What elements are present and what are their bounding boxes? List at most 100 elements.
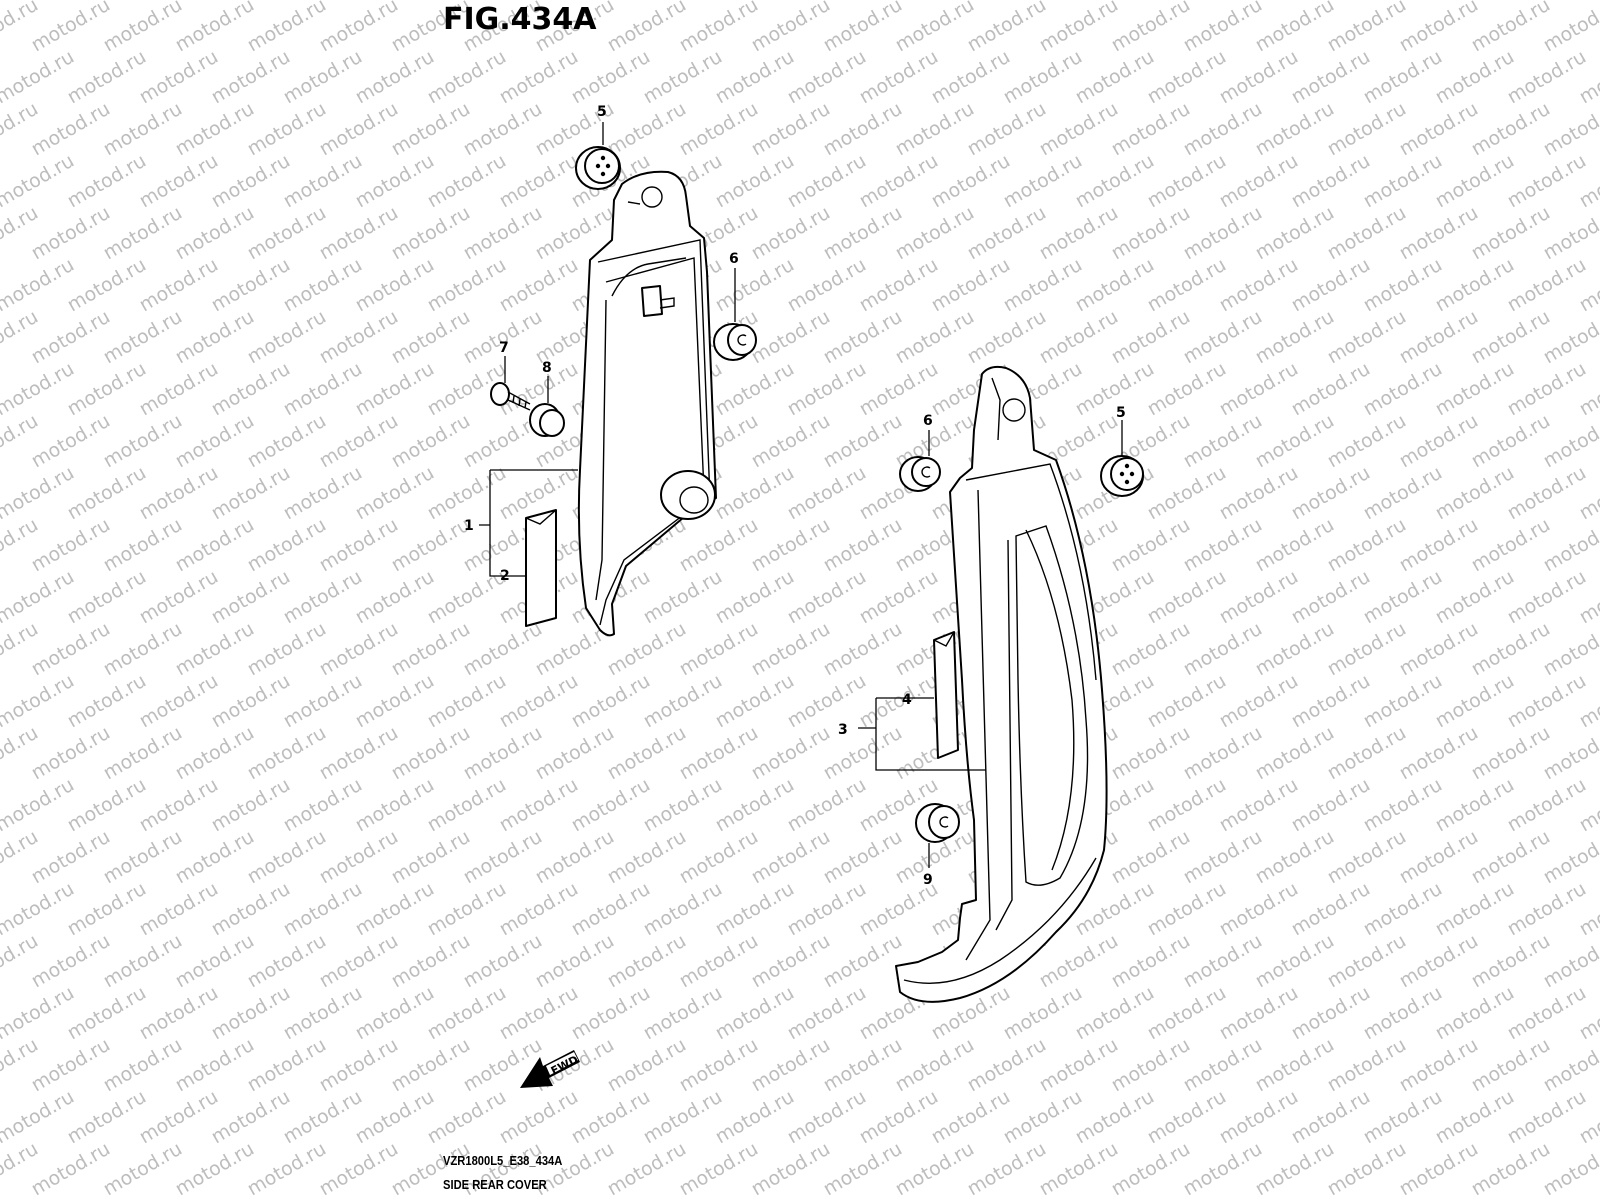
watermark-text: motod.ru [1144, 566, 1230, 629]
watermark-text: motod.ru [676, 722, 762, 785]
watermark-text: motod.ru [28, 0, 114, 56]
watermark-text: motod.ru [820, 722, 906, 785]
watermark-text: motod.ru [100, 410, 186, 473]
watermark-text: motod.ru [316, 826, 402, 889]
watermark-text: motod.ru [1504, 982, 1590, 1045]
watermark-text: motod.ru [712, 670, 798, 733]
watermark-text: motod.ru [1144, 670, 1230, 733]
watermark-text: motod.ru [820, 930, 906, 993]
watermark-text: motod.ru [100, 722, 186, 785]
watermark-text: motod.ru [1324, 306, 1410, 369]
left-side-cover [577, 170, 717, 637]
watermark-text: motod.ru [604, 1034, 690, 1097]
leader-lines [479, 122, 1123, 868]
watermark-text: motod.ru [316, 202, 402, 265]
watermark-text: motod.ru [1000, 982, 1086, 1045]
watermark-text: motod.ru [172, 1034, 258, 1097]
watermark-text: motod.ru [64, 358, 150, 421]
watermark-text: motod.ru [172, 618, 258, 681]
watermark-text: motod.ru [640, 46, 726, 109]
watermark-text: motod.ru [1144, 46, 1230, 109]
watermark-text: motod.ru [1144, 878, 1230, 941]
watermark-text: motod.ru [136, 254, 222, 317]
watermark-text: motod.ru [28, 826, 114, 889]
watermark-text: motod.ru [964, 202, 1050, 265]
watermark-text: motod.ru [1288, 1086, 1374, 1149]
watermark-text: motod.ru [1180, 930, 1266, 993]
watermark-text: motod.ru [964, 1138, 1050, 1200]
watermark-text: motod.ru [1252, 202, 1338, 265]
watermark-text: motod.ru [1360, 878, 1446, 941]
watermark-text: motod.ru [1576, 0, 1600, 4]
watermark-text: motod.ru [100, 1034, 186, 1097]
watermark-text: motod.ru [424, 150, 510, 213]
watermark-text: motod.ru [1288, 982, 1374, 1045]
watermark-text: motod.ru [964, 1034, 1050, 1097]
watermark-text: motod.ru [1540, 1138, 1600, 1200]
watermark-text: motod.ru [1036, 306, 1122, 369]
watermark-text: motod.ru [1180, 410, 1266, 473]
watermark-text: motod.ru [100, 826, 186, 889]
watermark-text: motod.ru [352, 566, 438, 629]
watermark-text: motod.ru [64, 982, 150, 1045]
watermark-text: motod.ru [640, 1086, 726, 1149]
watermark-text: motod.ru [928, 254, 1014, 317]
callout-5-top: 5 [597, 104, 607, 120]
watermark-text: motod.ru [1252, 1138, 1338, 1200]
right-side-cover [895, 365, 1108, 1003]
watermark-text: motod.ru [712, 774, 798, 837]
watermark-text: motod.ru [28, 930, 114, 993]
watermark-text: motod.ru [1432, 1086, 1518, 1149]
watermark-text: motod.ru [1360, 358, 1446, 421]
callout-9: 9 [923, 872, 933, 888]
watermark-text: motod.ru [748, 98, 834, 161]
watermark-text: motod.ru [1072, 254, 1158, 317]
watermark-text: motod.ru [496, 254, 582, 317]
watermark-text: motod.ru [748, 410, 834, 473]
watermark-text: motod.ru [604, 98, 690, 161]
watermark-text: motod.ru [64, 1086, 150, 1149]
watermark-text: motod.ru [748, 826, 834, 889]
watermark-text: motod.ru [352, 878, 438, 941]
watermark-text: motod.ru [1324, 98, 1410, 161]
watermark-text: motod.ru [1504, 670, 1590, 733]
watermark-text: motod.ru [136, 982, 222, 1045]
watermark-text: motod.ru [1396, 514, 1482, 577]
watermark-text: motod.ru [928, 46, 1014, 109]
watermark-text: motod.ru [1144, 150, 1230, 213]
watermark-text: motod.ru [28, 410, 114, 473]
watermark-text: motod.ru [1360, 150, 1446, 213]
watermark-text: motod.ru [748, 0, 834, 56]
left-strip-part-2 [525, 509, 557, 627]
watermark-text: motod.ru [1324, 1138, 1410, 1200]
watermark-text: motod.ru [1216, 982, 1302, 1045]
watermark-text: motod.ru [1108, 514, 1194, 577]
watermark-text: motod.ru [244, 1034, 330, 1097]
watermark-text: motod.ru [1288, 358, 1374, 421]
watermark-text: motod.ru [820, 618, 906, 681]
watermark-text: motod.ru [172, 306, 258, 369]
watermark-text: motod.ru [1000, 254, 1086, 317]
watermark-text: motod.ru [208, 358, 294, 421]
watermark-text: motod.ru [784, 774, 870, 837]
watermark-text: motod.ru [1504, 774, 1590, 837]
callout-2: 2 [500, 568, 510, 584]
watermark-text: motod.ru [208, 254, 294, 317]
grommet-6-right [899, 456, 941, 492]
watermark-text: motod.ru [172, 410, 258, 473]
watermark-text: motod.ru [316, 306, 402, 369]
watermark-text: motod.ru [1468, 618, 1554, 681]
watermark-text: motod.ru [136, 670, 222, 733]
watermark-text: motod.ru [280, 670, 366, 733]
watermark-text: motod.ru [352, 982, 438, 1045]
watermark-text: motod.ru [1432, 566, 1518, 629]
watermark-text: motod.ru [280, 566, 366, 629]
watermark-text: motod.ru [1288, 878, 1374, 941]
watermark-text: motod.ru [28, 1138, 114, 1200]
watermark-text: motod.ru [388, 410, 474, 473]
watermark-text: motod.ru [892, 0, 978, 56]
watermark-text: motod.ru [712, 878, 798, 941]
watermark-text: motod.ru [244, 306, 330, 369]
